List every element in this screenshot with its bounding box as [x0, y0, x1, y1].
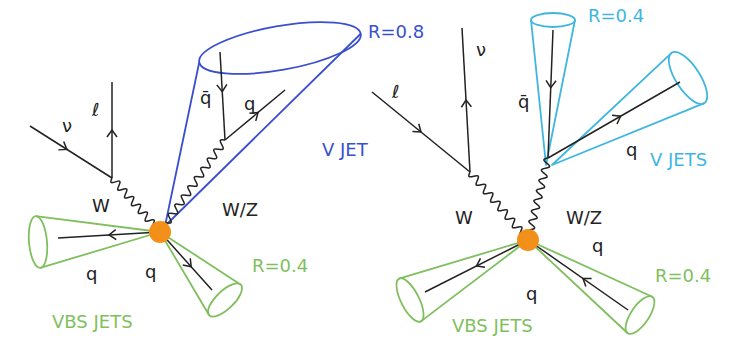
radius-label: R=0.4 — [588, 6, 644, 26]
particle-label: W/Z — [566, 208, 602, 228]
fermion-line — [548, 30, 553, 158]
jet-cone — [36, 216, 160, 268]
arrow-head — [412, 124, 421, 132]
jet-cone — [552, 53, 704, 165]
arrow-head — [107, 130, 117, 137]
jet-label: V JETS — [650, 150, 707, 170]
interaction-vertex — [517, 229, 539, 251]
boson-line — [526, 158, 549, 240]
jet-label: VBS JETS — [452, 316, 533, 336]
particle-label: ν — [476, 40, 486, 60]
particle-label: q — [86, 264, 97, 284]
particle-label: q — [526, 284, 537, 304]
particle-label: q̄ — [200, 88, 211, 108]
arrow-head — [546, 80, 556, 87]
arrow-head — [612, 115, 621, 124]
jet-label: V JET — [322, 140, 368, 160]
radius-label: R=0.8 — [368, 22, 424, 42]
particle-label: q̄ — [518, 92, 529, 112]
fermion-line — [160, 232, 212, 290]
fermion-line — [220, 52, 225, 140]
particle-label: W — [455, 208, 473, 228]
jet-cone — [528, 240, 652, 333]
fermion-line — [225, 90, 285, 140]
particle-label: ν — [62, 116, 72, 136]
fermion-line — [548, 82, 680, 158]
jet-cone-opening — [662, 46, 715, 109]
jet-label: VBS JETS — [52, 312, 133, 332]
arrow-head — [217, 84, 227, 91]
particle-label: ℓ — [92, 100, 99, 120]
jet-cone — [160, 232, 241, 315]
particle-label: q — [592, 236, 603, 256]
particle-label: q — [626, 140, 637, 160]
particle-label: ℓ — [392, 82, 399, 102]
fermion-line — [528, 240, 628, 310]
particle-label: q — [244, 94, 255, 114]
jet-cone — [531, 20, 575, 165]
particle-label: W/Z — [222, 200, 258, 220]
jet-cone-opening — [203, 278, 247, 322]
arrow-head — [583, 278, 592, 286]
radius-label: R=0.4 — [655, 266, 711, 286]
boson-line — [160, 140, 225, 233]
radius-label: R=0.4 — [252, 256, 308, 276]
fermion-line — [372, 92, 470, 172]
jet-cone-opening — [27, 215, 49, 268]
jet-cone-opening — [620, 292, 660, 339]
particle-label: q — [145, 262, 156, 282]
jet-cone — [399, 240, 528, 321]
arrow-head — [477, 258, 486, 267]
arrow-head — [183, 258, 191, 267]
arrow-head — [461, 100, 471, 107]
arrow-head — [58, 141, 67, 149]
jet-cone-opening — [531, 13, 575, 27]
fermion-line — [425, 240, 528, 292]
arrow-head — [109, 230, 116, 240]
particle-label: W — [92, 196, 110, 216]
boson-line — [469, 172, 529, 240]
interaction-vertex — [149, 221, 171, 243]
jet-cone — [165, 34, 361, 226]
jet-cone-opening — [391, 275, 429, 326]
